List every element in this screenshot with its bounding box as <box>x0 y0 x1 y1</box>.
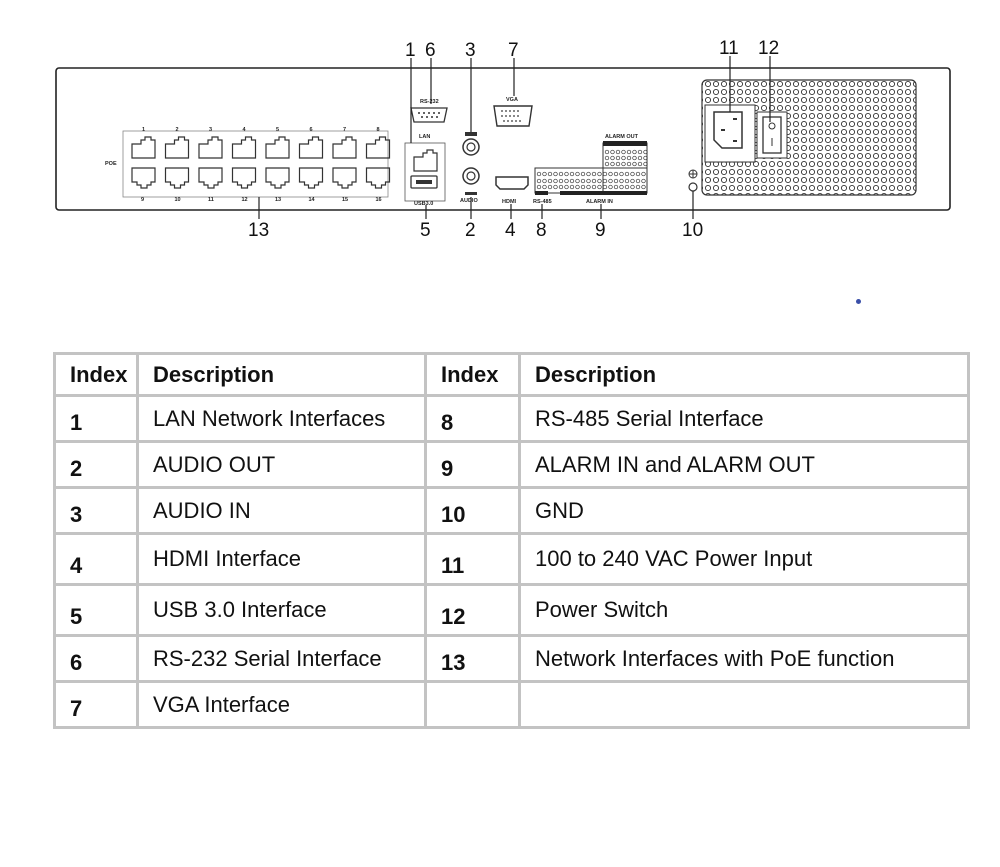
header-description-1: Description <box>136 352 427 397</box>
row-description-right: ALARM IN and ALARM OUT <box>518 440 970 489</box>
header-index-1: Index <box>53 352 139 397</box>
callout-12: 12 <box>758 38 779 59</box>
callout-3: 3 <box>465 40 476 61</box>
row-index-left: 1 <box>53 394 139 443</box>
row-description-left: LAN Network Interfaces <box>136 394 427 443</box>
poe-port-number: 11 <box>208 197 214 203</box>
row-index-right: 9 <box>424 440 521 489</box>
poe-port-number: 15 <box>342 197 348 203</box>
callout-13: 13 <box>248 220 269 241</box>
poe-port-number: 8 <box>377 127 380 133</box>
poe-port-number: 12 <box>242 197 248 203</box>
callout-6: 6 <box>425 40 436 61</box>
callout-5: 5 <box>420 220 431 241</box>
audio-jacks: AUDIO <box>460 132 480 204</box>
poe-port-number: 14 <box>309 197 316 203</box>
poe-label: POE <box>105 161 117 167</box>
row-description-left: VGA Interface <box>136 680 427 729</box>
row-description-right: RS-485 Serial Interface <box>518 394 970 443</box>
row-description-right: GND <box>518 486 970 535</box>
poe-port-number: 7 <box>343 127 346 133</box>
poe-port-number: 9 <box>141 197 144 203</box>
db9-connector-icon <box>410 107 448 123</box>
poe-port-number: 2 <box>176 127 179 133</box>
audio-label: AUDIO <box>460 198 478 204</box>
lan-usb-block: LAN USB3.0 <box>404 134 446 207</box>
audio-in-jack-icon <box>462 138 480 156</box>
row-description-right: Network Interfaces with PoE function <box>518 634 970 683</box>
poe-port-number: 3 <box>209 127 212 133</box>
poe-port-number: 4 <box>243 127 247 133</box>
callout-4: 4 <box>505 220 516 241</box>
poe-port-number: 10 <box>175 197 181 203</box>
hdmi-connector-icon <box>495 176 529 190</box>
row-index-right: 12 <box>424 583 521 637</box>
row-description-left: AUDIO IN <box>136 486 427 535</box>
row-index-left: 3 <box>53 486 139 535</box>
callout-leaders <box>258 56 771 219</box>
row-description-left: HDMI Interface <box>136 532 427 586</box>
poe-port-number: 6 <box>310 127 313 133</box>
row-index-right <box>424 680 521 729</box>
stray-dot <box>856 299 861 304</box>
power-supply-area <box>701 79 917 196</box>
vga-port: VGA <box>493 97 533 127</box>
row-index-left: 2 <box>53 440 139 489</box>
usb-port-icon <box>410 175 438 189</box>
hdmi-port: HDMI <box>495 176 529 205</box>
row-index-left: 5 <box>53 583 139 637</box>
callout-8: 8 <box>536 220 547 241</box>
vga-label: VGA <box>506 97 518 103</box>
row-index-left: 6 <box>53 634 139 683</box>
poe-port-number: 5 <box>276 127 279 133</box>
row-description-right: Power Switch <box>518 583 970 637</box>
alarm-in-label: ALARM IN <box>586 199 613 205</box>
ac-inlet-icon <box>713 111 743 149</box>
row-description-right: 100 to 240 VAC Power Input <box>518 532 970 586</box>
alarm-terminal-blocks: ALARM OUT ALARM IN RS-485 <box>533 134 648 205</box>
table-header-row: Index Description Index Description <box>53 352 970 397</box>
row-index-right: 13 <box>424 634 521 683</box>
hdmi-label: HDMI <box>502 199 517 205</box>
lan-label: LAN <box>419 134 430 140</box>
alarm-out-label: ALARM OUT <box>605 134 639 140</box>
row-index-right: 10 <box>424 486 521 535</box>
callout-2: 2 <box>465 220 476 241</box>
callout-9: 9 <box>595 220 606 241</box>
poe-port-number: 13 <box>275 197 281 203</box>
callout-1: 1 <box>405 40 416 61</box>
rs232-port: RS-232 <box>410 99 448 123</box>
rs232-label: RS-232 <box>420 99 439 105</box>
row-description-left: AUDIO OUT <box>136 440 427 489</box>
row-index-right: 8 <box>424 394 521 443</box>
vga-connector-icon <box>493 105 533 127</box>
row-description-left: RS-232 Serial Interface <box>136 634 427 683</box>
usb-label: USB3.0 <box>414 201 433 207</box>
callout-7: 7 <box>508 40 519 61</box>
audio-out-jack-icon <box>462 167 480 185</box>
row-description-left: USB 3.0 Interface <box>136 583 427 637</box>
power-switch-icon <box>762 116 782 154</box>
poe-port-number: 16 <box>376 197 382 203</box>
callout-10: 10 <box>682 220 703 241</box>
poe-port-number: 1 <box>142 127 145 133</box>
header-description-2: Description <box>518 352 970 397</box>
row-index-left: 4 <box>53 532 139 586</box>
rs485-label: RS-485 <box>533 199 552 205</box>
callout-11: 11 <box>719 38 739 59</box>
row-index-left: 7 <box>53 680 139 729</box>
row-index-right: 11 <box>424 532 521 586</box>
row-description-right <box>518 680 970 729</box>
header-index-2: Index <box>424 352 521 397</box>
